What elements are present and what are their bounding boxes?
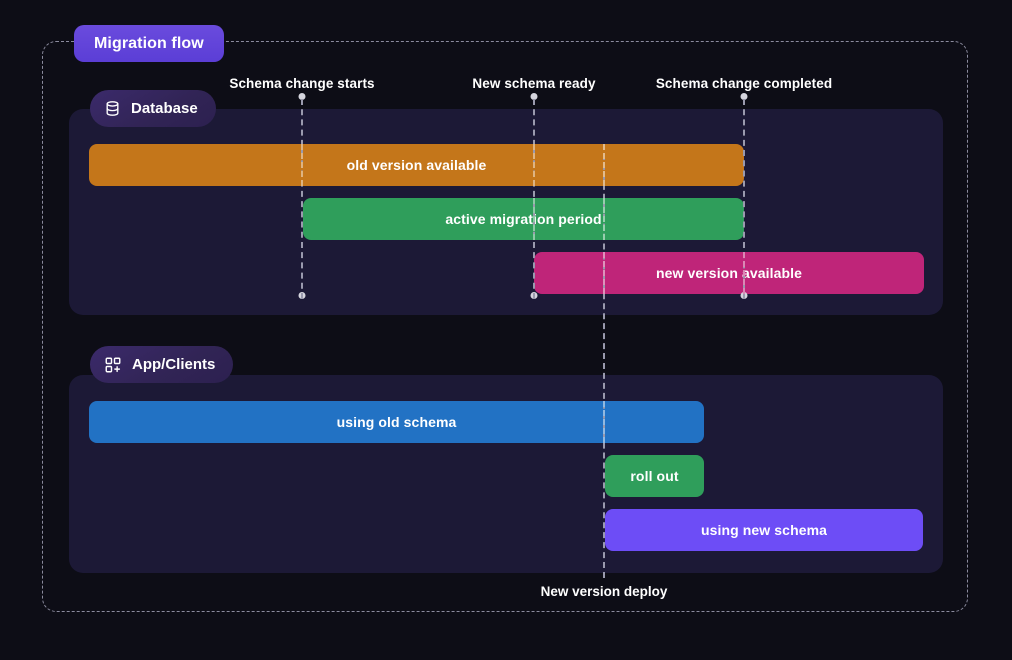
database-icon xyxy=(104,100,121,117)
lane-label-app-clients: App/Clients xyxy=(90,346,234,383)
milestone-line-segment xyxy=(533,198,535,240)
milestone-line xyxy=(301,99,303,299)
grid-plus-icon xyxy=(104,356,122,374)
diagram-title-text: Migration flow xyxy=(94,34,204,52)
milestone-label: Schema change completed xyxy=(655,76,833,91)
milestone-line xyxy=(743,99,745,299)
deploy-label: New version deploy xyxy=(540,584,668,599)
timeline-bar[interactable]: roll out xyxy=(605,455,704,497)
timeline-bar[interactable]: using new schema xyxy=(605,509,923,551)
timeline-bar[interactable]: new version available xyxy=(534,252,924,294)
deploy-line-segment xyxy=(603,252,605,294)
timeline-bar[interactable]: using old schema xyxy=(89,401,704,443)
milestone-label: New schema ready xyxy=(472,76,596,91)
deploy-line-segment xyxy=(603,401,605,443)
timeline-bar[interactable]: active migration period xyxy=(303,198,744,240)
milestone-label: Schema change starts xyxy=(229,76,375,91)
milestone-dot xyxy=(740,93,748,100)
milestone-dot xyxy=(298,93,306,100)
milestone-line-segment xyxy=(533,144,535,186)
milestone-line-segment xyxy=(301,144,303,186)
milestone-dot xyxy=(530,93,538,100)
diagram-title-pill: Migration flow xyxy=(74,25,224,62)
deploy-line xyxy=(603,144,605,578)
diagram-outer-frame xyxy=(42,41,968,612)
lane-label-database: Database xyxy=(90,90,216,127)
deploy-line-segment xyxy=(603,144,605,186)
lane-label-app-clients-text: App/Clients xyxy=(132,356,216,373)
deploy-line-segment xyxy=(603,198,605,240)
lane-label-database-text: Database xyxy=(131,100,198,117)
milestone-line-segment xyxy=(743,252,745,294)
timeline-bar[interactable]: old version available xyxy=(89,144,744,186)
